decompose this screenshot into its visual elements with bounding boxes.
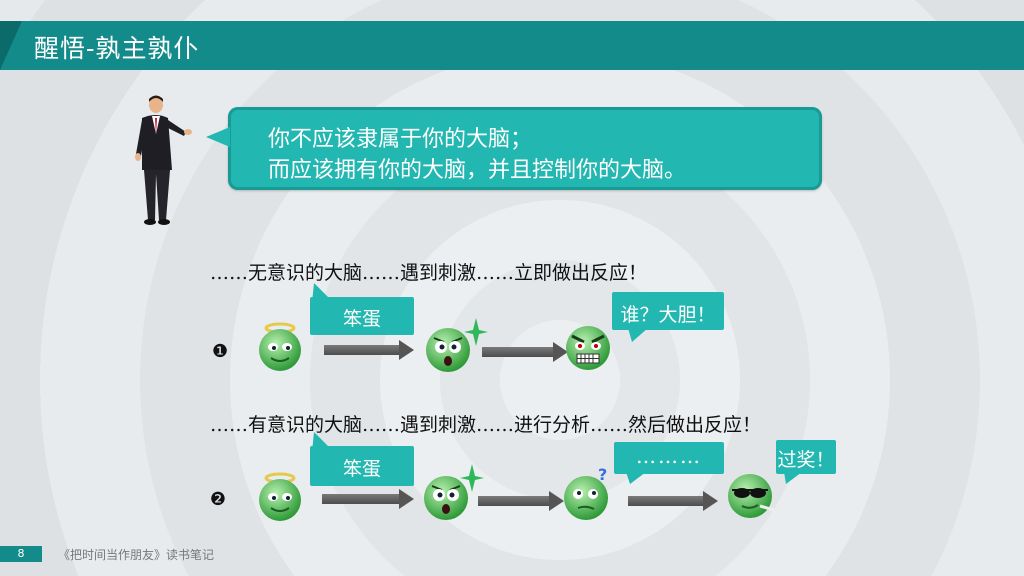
scenario2-stimulus-bubble: 笨蛋 [310, 446, 414, 486]
page-title: 醒悟-孰主孰仆 [34, 34, 200, 63]
scenario2-arrow-2 [478, 491, 564, 511]
quote-bubble: 你不应该隶属于你的大脑； 而应该拥有你的大脑，并且控制你的大脑。 [206, 107, 822, 190]
quote-bubble-tail [206, 127, 230, 147]
scenario2-reply-bubble: 过奖！ [776, 440, 836, 474]
title-bar-notch [0, 21, 22, 70]
scenario1-reply-tail [628, 328, 648, 342]
scenario2-stimulus-text: 笨蛋 [342, 458, 381, 480]
quote-line-1: 你不应该隶属于你的大脑； [268, 127, 533, 152]
footer-book-title: 《把时间当作朋友》读书笔记 [58, 548, 215, 562]
angry-face-icon [566, 326, 610, 370]
quote-line-2: 而应该拥有你的大脑，并且控制你的大脑。 [268, 158, 687, 183]
scenario2-number: ❷ [209, 489, 227, 510]
title-bar: 醒悟-孰主孰仆 [0, 21, 1024, 70]
scenario2-thinking-text: ……… [636, 444, 702, 468]
thinking-face-icon: ? [564, 466, 608, 520]
scenario1-reply-bubble: 谁？大胆！ [612, 292, 724, 330]
page-number: 8 [0, 546, 42, 562]
scenario2-caption: ……有意识的大脑……遇到刺激……进行分析……然后做出反应！ [210, 414, 762, 436]
scenario2-reply-text: 过奖！ [777, 449, 835, 471]
surprised-face-icon [426, 318, 488, 372]
svg-text:?: ? [598, 466, 607, 484]
scenario2-thinking-tail [626, 472, 646, 484]
scenario2-arrow-1 [322, 489, 414, 509]
scenario1-reply-text: 谁？大胆！ [620, 304, 716, 326]
scenario1-arrow-1 [324, 340, 414, 360]
angel-face-icon [259, 322, 301, 371]
scenario2-arrow-3 [628, 491, 718, 511]
scenario2-reply-tail [784, 472, 802, 484]
scenario1-arrow-2 [482, 342, 568, 362]
scenario1-stimulus-bubble: 笨蛋 [310, 297, 414, 335]
scenario1-caption: ……无意识的大脑……遇到刺激……立即做出反应！ [210, 262, 648, 284]
presenter-figure [135, 95, 192, 225]
scenario2-thinking-bubble: ……… [614, 442, 724, 474]
surprised-face-icon-2 [424, 464, 484, 520]
scenario1-number: ❶ [211, 341, 229, 362]
angel-face-icon-2 [259, 472, 301, 521]
cool-sunglasses-face-icon [728, 474, 775, 518]
scenario1-stimulus-text: 笨蛋 [342, 308, 381, 330]
